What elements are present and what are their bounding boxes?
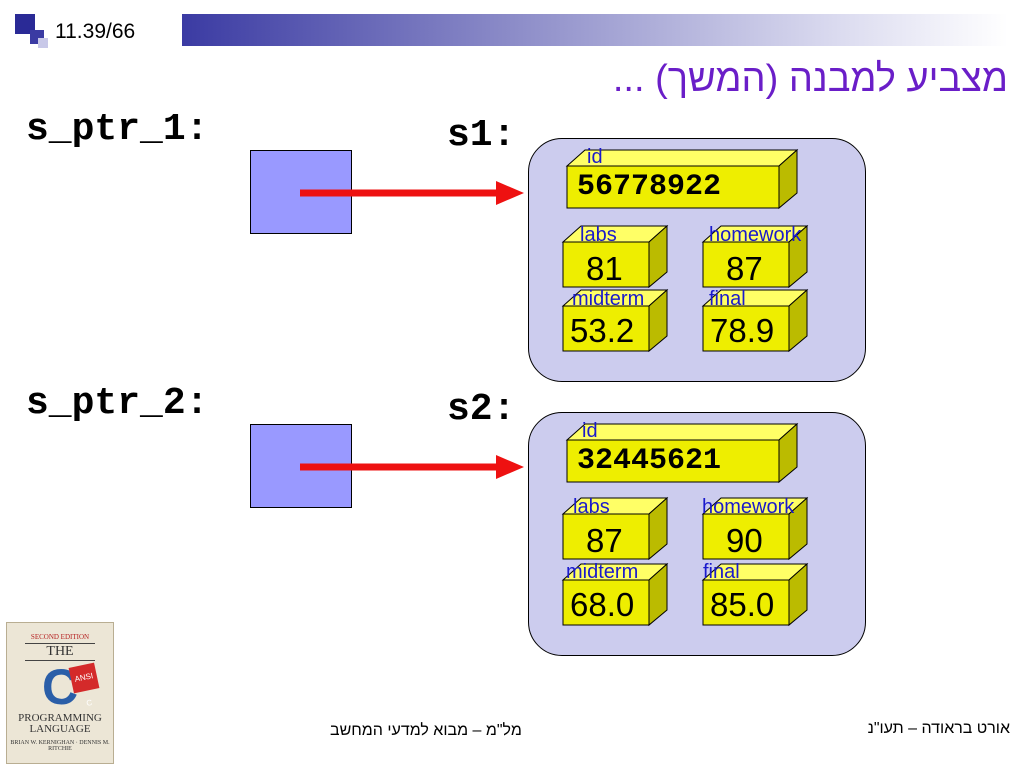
field-box-homework-s2 xyxy=(701,496,809,561)
book-title-line1: PROGRAMMING xyxy=(18,712,102,724)
slide-title: מצביע למבנה (המשך) ... xyxy=(612,58,1008,100)
field-name-final-s1: final xyxy=(709,288,746,310)
field-value-final-s1: 78.9 xyxy=(710,312,775,349)
pointer-arrow-2 xyxy=(300,455,524,479)
struct-label-s1: s1: xyxy=(447,114,516,157)
pointer-label-2: s_ptr_2: xyxy=(26,382,209,425)
field-value-final-s2: 85.0 xyxy=(710,586,775,623)
book-the: THE xyxy=(25,643,95,661)
book-edition: SECOND EDITION xyxy=(30,633,90,641)
field-name-labs-s1: labs xyxy=(580,224,617,246)
field-box-final-s1 xyxy=(701,288,809,353)
header-gradient-bar xyxy=(182,14,1008,46)
field-value-homework-s2: 90 xyxy=(726,522,763,559)
field-box-final-s2 xyxy=(701,562,809,627)
corner-square-large xyxy=(15,14,35,34)
struct-label-s2: s2: xyxy=(447,388,516,431)
field-name-id-s1: id xyxy=(587,146,603,168)
field-value-homework-s1: 87 xyxy=(726,250,763,287)
book-authors: BRIAN W. KERNIGHAN · DENNIS M. RITCHIE xyxy=(10,740,110,752)
slide-number: 11.39/66 xyxy=(55,20,136,43)
field-box-midterm-s2 xyxy=(561,562,669,627)
field-name-labs-s2: labs xyxy=(573,496,610,518)
book-ansi-badge: ANSI C xyxy=(68,662,100,708)
field-name-midterm-s1: midterm xyxy=(572,288,645,310)
field-box-id-s1 xyxy=(565,148,799,210)
field-value-id-s2: 32445621 xyxy=(577,444,722,478)
footer-institution: אורט בראודה – תעו"נ xyxy=(867,720,1010,737)
field-value-id-s1: 56778922 xyxy=(577,170,722,204)
book-title-line2: LANGUAGE xyxy=(29,723,91,735)
field-box-id-s2 xyxy=(565,422,799,484)
book-cover-image: SECOND EDITION THE C ANSI C PROGRAMMING … xyxy=(6,622,114,764)
pointer-arrow-1 xyxy=(300,181,524,205)
field-value-labs-s1: 81 xyxy=(586,250,623,287)
field-box-midterm-s1 xyxy=(561,288,669,353)
corner-square-tiny xyxy=(38,38,48,48)
field-box-labs-s1 xyxy=(561,224,669,289)
field-value-labs-s2: 87 xyxy=(586,522,623,559)
field-value-midterm-s1: 53.2 xyxy=(570,312,635,349)
field-box-labs-s2 xyxy=(561,496,669,561)
pointer-label-1: s_ptr_1: xyxy=(26,108,209,151)
field-name-homework-s1: homework xyxy=(709,224,802,246)
field-name-id-s2: id xyxy=(582,420,598,442)
field-value-midterm-s2: 68.0 xyxy=(570,586,635,623)
field-name-midterm-s2: midterm xyxy=(566,561,639,583)
field-name-homework-s2: homework xyxy=(702,496,795,518)
field-name-final-s2: final xyxy=(703,561,740,583)
footer-course: מל"מ – מבוא למדעי המחשב xyxy=(330,722,522,739)
field-box-homework-s1 xyxy=(701,224,809,289)
